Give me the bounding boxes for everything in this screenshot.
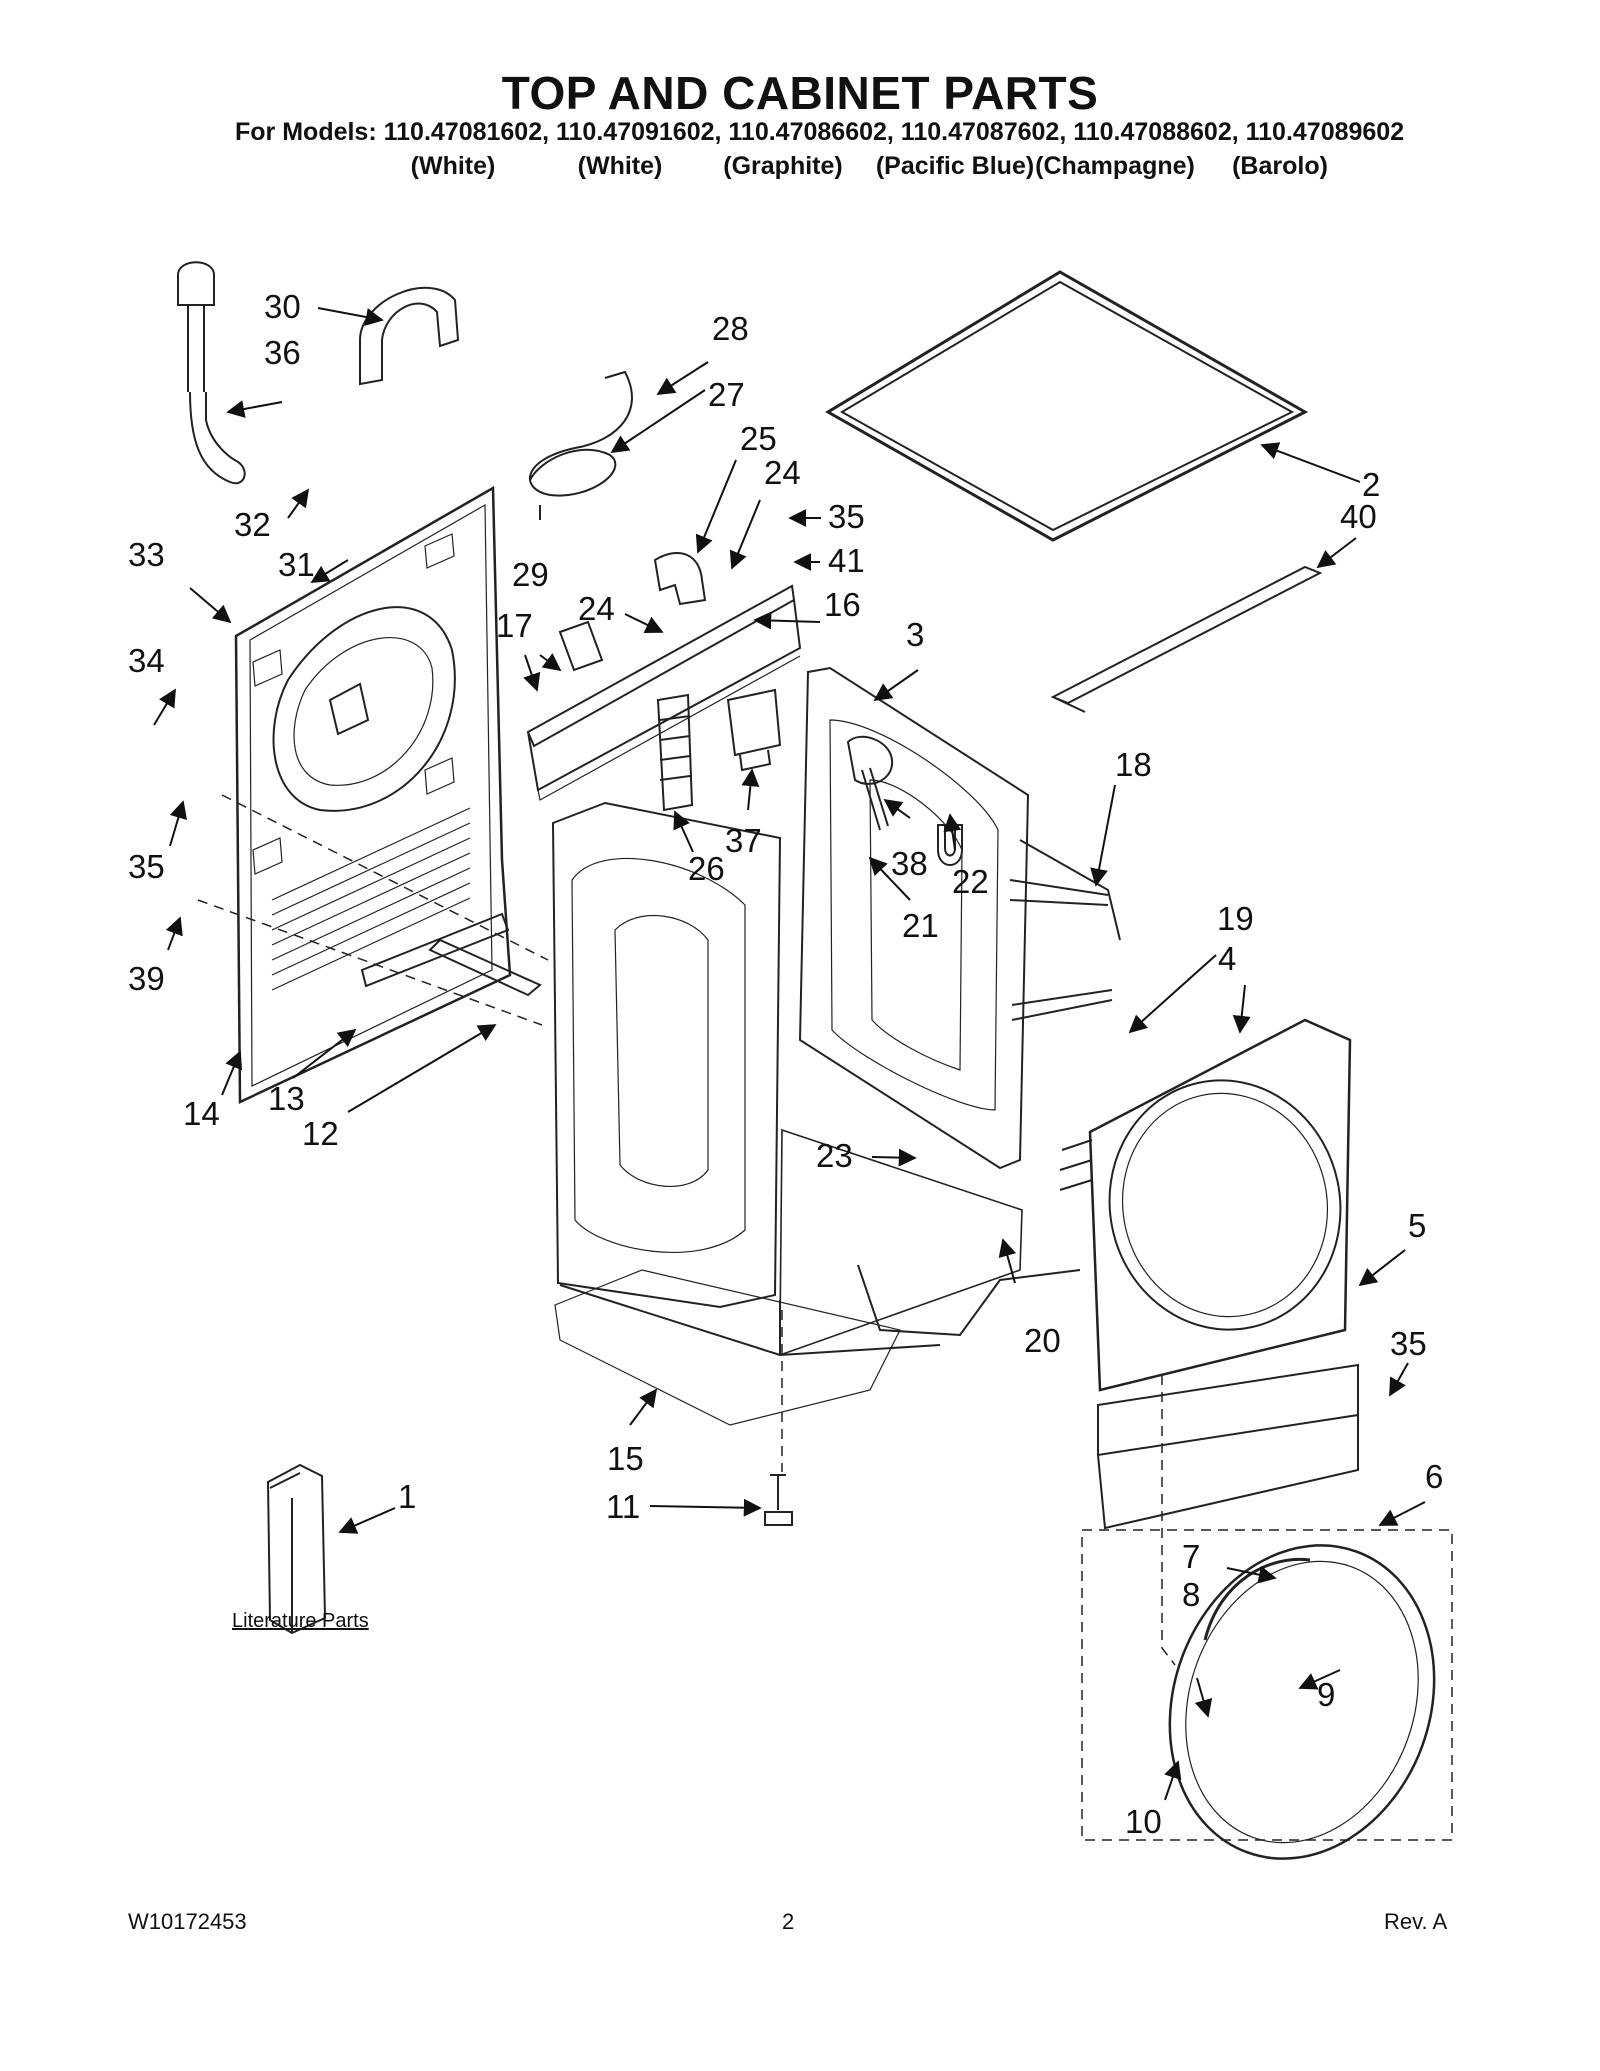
callout-28: 28 <box>712 310 749 347</box>
model-color: (White) <box>577 152 663 180</box>
callout-12: 12 <box>302 1115 339 1152</box>
callout-26: 26 <box>688 850 725 887</box>
hose-clamp-bracket <box>359 286 460 386</box>
revision: Rev. A <box>1384 1909 1448 1934</box>
callout-37: 37 <box>725 822 762 859</box>
callout-16: 16 <box>824 586 861 623</box>
cabinet-base <box>554 1128 1023 1426</box>
callout-31: 31 <box>278 546 315 583</box>
callout-39: 39 <box>128 960 165 997</box>
front-harness <box>857 1264 1081 1337</box>
alignment-lines <box>197 794 1453 1841</box>
right-side-panel <box>798 666 1030 1170</box>
callout-24a: 24 <box>578 590 615 627</box>
callout-30: 30 <box>264 288 301 325</box>
callout-32: 32 <box>234 506 271 543</box>
front-panel <box>1088 1018 1352 1392</box>
callout-1: 1 <box>398 1478 416 1515</box>
callout-20: 20 <box>1024 1322 1061 1359</box>
literature-booklet <box>266 1463 327 1635</box>
callout-29: 29 <box>512 556 549 593</box>
pressure-switch <box>726 688 782 772</box>
door-ring-assembly <box>1168 1544 1436 1860</box>
callout-40: 40 <box>1340 498 1377 535</box>
callout-numbers: 1 2 3 4 5 6 7 8 9 10 11 12 13 14 15 16 1… <box>128 288 1443 1840</box>
callout-25: 25 <box>740 420 777 457</box>
callout-2: 2 <box>1362 466 1380 503</box>
callout-8: 8 <box>1182 1576 1200 1613</box>
drain-pump-hose <box>656 693 694 812</box>
callout-6: 6 <box>1425 1458 1443 1495</box>
callout-36: 36 <box>264 334 301 371</box>
callout-5: 5 <box>1408 1207 1426 1244</box>
callout-14: 14 <box>183 1095 220 1132</box>
callout-34: 34 <box>128 642 165 679</box>
rear-cross-bar <box>360 912 542 997</box>
power-cord <box>529 370 633 520</box>
page-title: TOP AND CABINET PARTS <box>501 67 1099 119</box>
callout-15: 15 <box>607 1440 644 1477</box>
pump-elbow <box>653 551 707 606</box>
model-color: (Pacific Blue) <box>875 152 1035 180</box>
drain-hose-guide <box>558 620 604 672</box>
callout-10: 10 <box>1125 1803 1162 1840</box>
callout-27: 27 <box>708 376 745 413</box>
callout-24b: 24 <box>764 454 801 491</box>
callout-22: 22 <box>952 863 989 900</box>
callout-35c: 35 <box>1390 1325 1427 1362</box>
callout-21: 21 <box>902 907 939 944</box>
callout-41: 41 <box>828 542 865 579</box>
callout-9: 9 <box>1317 1676 1335 1713</box>
callout-38: 38 <box>891 845 928 882</box>
callout-18: 18 <box>1115 746 1152 783</box>
callout-35b: 35 <box>128 848 165 885</box>
model-colors: (White) (White) (Graphite) (Pacific Blue… <box>0 152 1600 186</box>
callout-17: 17 <box>496 607 533 644</box>
model-color: (Graphite) <box>723 152 843 180</box>
model-color: (Champagne) <box>1035 152 1195 180</box>
page-number: 2 <box>782 1909 795 1934</box>
doc-number: W10172453 <box>128 1909 247 1934</box>
model-color: (Barolo) <box>1232 152 1328 180</box>
callout-35a: 35 <box>828 498 865 535</box>
toe-panel <box>1097 1363 1359 1530</box>
rear-panel <box>234 485 512 1104</box>
callout-11: 11 <box>606 1488 640 1525</box>
wire-harness <box>1009 839 1121 1191</box>
callout-4: 4 <box>1218 940 1236 977</box>
inlet-hose <box>177 261 246 485</box>
callout-7: 7 <box>1182 1538 1200 1575</box>
left-side-panel <box>551 801 782 1309</box>
callout-3: 3 <box>906 616 924 653</box>
leader-lines <box>153 307 1426 1801</box>
model-color: (White) <box>410 152 496 180</box>
literature-parts-label: Literature Parts <box>232 1610 369 1632</box>
top-bracket <box>1050 565 1323 713</box>
top-cover <box>825 270 1309 542</box>
callout-33: 33 <box>128 536 165 573</box>
leveling-leg <box>764 1474 793 1526</box>
callout-23: 23 <box>816 1137 853 1174</box>
callout-19: 19 <box>1217 900 1254 937</box>
models-line: For Models: 110.47081602, 110.47091602, … <box>235 118 1405 146</box>
callout-13: 13 <box>268 1080 305 1117</box>
